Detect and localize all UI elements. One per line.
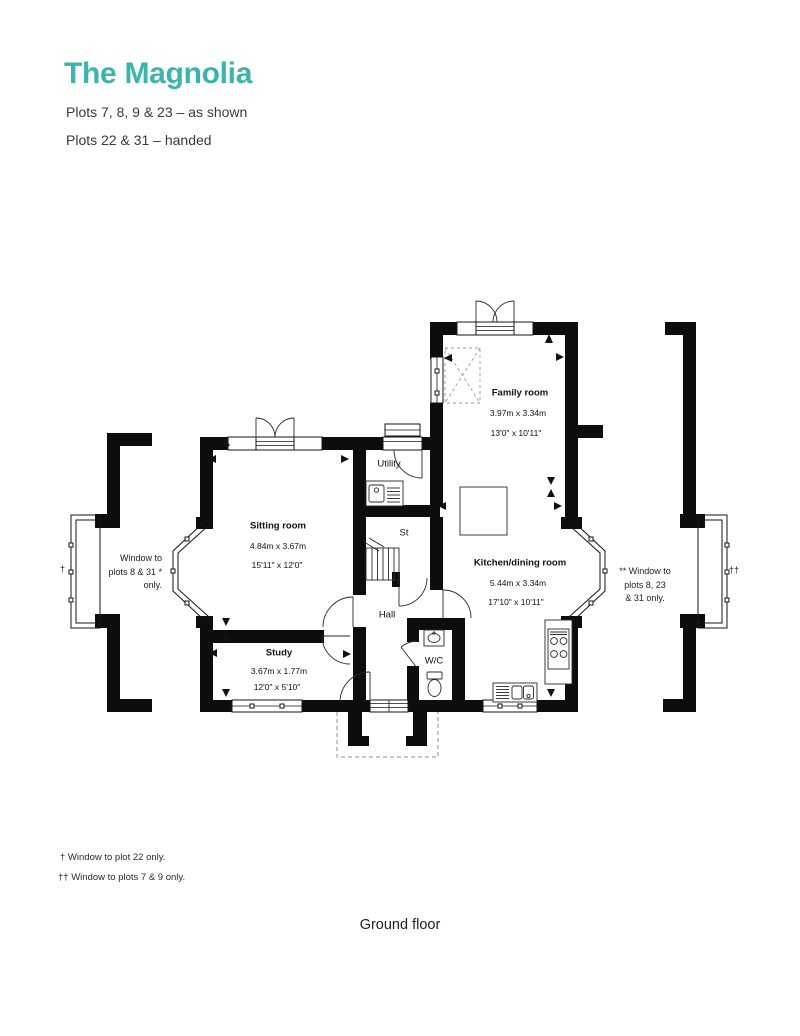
right-window-note-line2: plots 8, 23	[624, 579, 666, 590]
right-window-dagger-marker: ††	[729, 565, 740, 575]
sitting-room-french-doors	[255, 417, 295, 438]
wc-door	[400, 640, 418, 669]
study-label: Study	[265, 647, 293, 659]
right-window-note-line3: & 31 only.	[625, 593, 665, 603]
study-imperial: 12'0" x 5'10"	[253, 682, 301, 692]
study-door	[321, 635, 351, 665]
subtitle-plots-handed: Plots 22 & 31 – handed	[66, 132, 212, 148]
left-window-dagger-marker: †	[60, 564, 66, 574]
left-window-note-line2: plots 8 & 31 *	[108, 566, 162, 577]
kitchen-hob	[544, 619, 573, 685]
utility-sink	[365, 480, 404, 507]
kitchen-dining-room-imperial: 17'10" x 10'11"	[488, 597, 544, 607]
sitting-room-door	[322, 596, 354, 628]
footnote-plots79: †† Window to plots 7 & 9 only.	[58, 872, 186, 883]
store-label: St	[399, 527, 409, 539]
hall-label: Hall	[378, 609, 396, 621]
sitting-room-bay-window	[170, 521, 210, 621]
sitting-room-label: Sitting room	[250, 520, 306, 532]
right-window-note-line1: ** Window to	[619, 566, 671, 576]
wc-label: W/C	[424, 655, 444, 667]
family-room-side-window	[430, 356, 444, 404]
left-window-note: Window to plots 8 & 31 * only.	[82, 552, 162, 593]
right-window-note: ** Window to plots 8, 23 & 31 only.	[614, 565, 676, 606]
kitchen-dining-room-metric: 5.44m x 3.34m	[489, 578, 547, 588]
left-window-note-line3: only.	[143, 580, 162, 590]
footnote-plot22: † Window to plot 22 only.	[60, 852, 166, 863]
floor-caption: Ground floor	[359, 917, 441, 933]
doors	[255, 300, 515, 703]
kitchen-dining-room-label: Kitchen/dining room	[473, 557, 567, 569]
sitting-room-metric: 4.84m x 3.67m	[249, 541, 307, 551]
front-door-opening	[369, 699, 409, 713]
family-room-imperial: 13'0" x 10'11"	[490, 428, 542, 438]
family-room-french-doors	[475, 300, 515, 323]
rooflight-outline	[444, 347, 481, 404]
utility-door-opening	[382, 423, 423, 451]
windows	[227, 321, 538, 713]
wc-toilet	[426, 671, 443, 697]
right-plot-bay-window	[697, 514, 730, 629]
family-room-metric: 3.97m x 3.34m	[489, 408, 547, 418]
staircase	[363, 537, 400, 581]
utility-door	[393, 449, 423, 479]
dimension-arrows	[208, 334, 564, 697]
page-title: The Magnolia	[64, 57, 253, 90]
subtitle-plots-shown: Plots 7, 8, 9 & 23 – as shown	[66, 104, 248, 120]
left-window-note-line1: Window to	[119, 553, 162, 563]
family-room-french-doors-window	[456, 321, 534, 336]
kitchen-bay-window	[568, 521, 608, 621]
sitting-room-imperial: 15'11" x 12'0"	[251, 560, 303, 570]
wc-basin	[423, 629, 445, 647]
sitting-room-french-doors-window	[227, 436, 323, 451]
front-door	[339, 671, 371, 703]
store-door	[398, 577, 428, 607]
left-plot-bay-window	[68, 514, 101, 629]
kitchen-peninsula-counter	[459, 486, 508, 536]
utility-label: Utility	[377, 458, 401, 470]
family-room-label: Family room	[491, 387, 549, 399]
porch-outline	[336, 712, 439, 758]
kitchen-sink	[492, 682, 538, 703]
kitchen-door	[442, 589, 472, 619]
study-window	[231, 699, 303, 713]
study-metric: 3.67m x 1.77m	[250, 666, 308, 676]
